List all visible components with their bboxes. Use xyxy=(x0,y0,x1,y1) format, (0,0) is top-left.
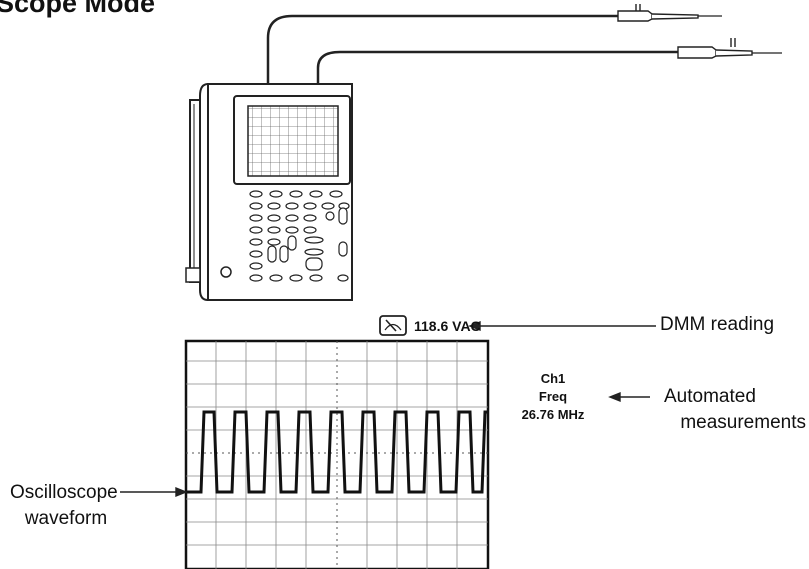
probe-1 xyxy=(617,4,722,22)
measurement-readout: Ch1 Freq 26.76 MHz xyxy=(506,370,600,424)
dmm-reading-label: DMM reading xyxy=(660,314,775,335)
measurement-value: 26.76 MHz xyxy=(521,407,585,422)
probe-cables xyxy=(266,14,680,88)
probe-2 xyxy=(677,38,782,59)
callout-arrows xyxy=(120,320,656,498)
meter-icon xyxy=(379,315,407,336)
measurement-name: Freq xyxy=(538,389,568,404)
measurement-channel: Ch1 xyxy=(540,371,566,386)
diagram-title: Scope Mode xyxy=(0,0,156,18)
oscilloscope-screen xyxy=(184,339,490,569)
dmm-reading-value: 118.6 VAC xyxy=(414,318,481,334)
waveform-trace xyxy=(186,410,488,494)
automated-measurements-label: Automated measurements xyxy=(664,386,806,433)
oscilloscope-waveform-label: Oscilloscope waveform xyxy=(10,482,118,529)
handheld-instrument xyxy=(185,83,353,301)
